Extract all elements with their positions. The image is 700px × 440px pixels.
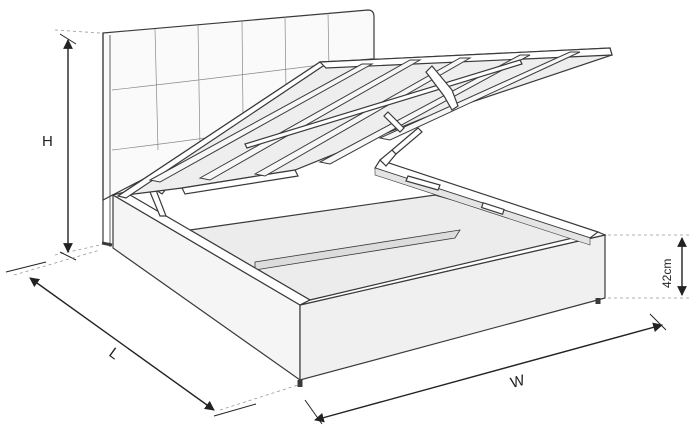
- length-label: L: [106, 344, 123, 363]
- height-label: H: [42, 133, 53, 150]
- dimension-length: [5, 249, 299, 417]
- storage-height-label: 42cm: [660, 259, 674, 288]
- dimension-storage-height: [608, 234, 690, 299]
- dimension-height: [54, 29, 101, 261]
- headboard-foot: [101, 241, 113, 247]
- dimension-width: [304, 313, 667, 425]
- slats: [148, 51, 581, 183]
- width-label: W: [509, 372, 528, 392]
- gas-lift-right: [379, 127, 441, 191]
- lifted-slat-frame: [116, 47, 613, 199]
